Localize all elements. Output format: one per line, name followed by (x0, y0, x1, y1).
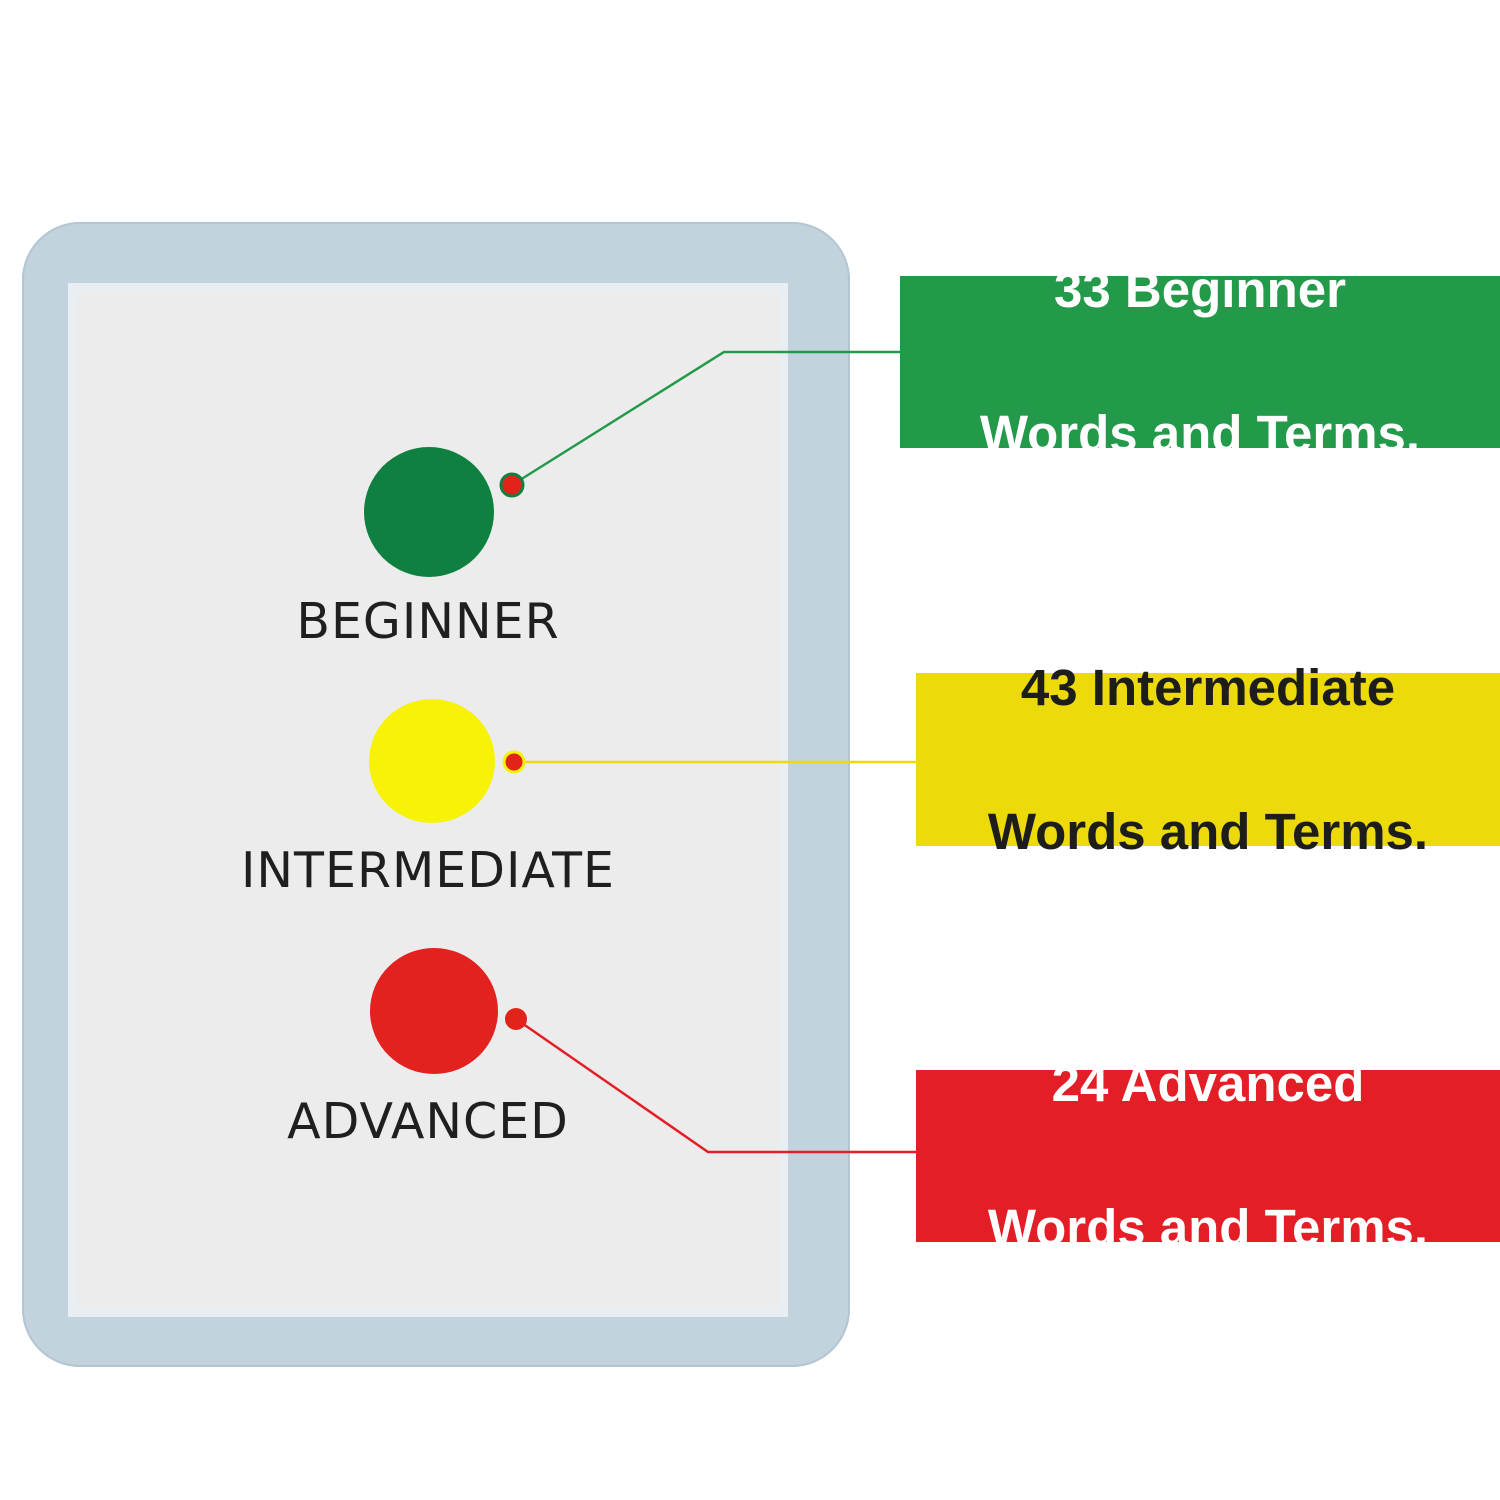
beginner-callout-count: 33 Beginner (1054, 261, 1346, 318)
intermediate-callout: 43 Intermediate Words and Terms. (916, 659, 1500, 860)
advanced-dot-icon (370, 948, 498, 1074)
intermediate-label: INTERMEDIATE (240, 842, 616, 899)
advanced-callout: 24 Advanced Words and Terms. (916, 1055, 1500, 1256)
intermediate-callout-count: 43 Intermediate (1020, 658, 1396, 716)
beginner-label: BEGINNER (296, 593, 560, 650)
beginner-dot-icon (364, 447, 494, 577)
beginner-callout: 33 Beginner Words and Terms. (900, 261, 1500, 462)
advanced-callout-count: 24 Advanced (1051, 1055, 1365, 1112)
advanced-callout-desc: Words and Terms. (987, 1199, 1429, 1256)
beginner-callout-desc: Words and Terms. (979, 405, 1421, 462)
intermediate-dot-icon (369, 699, 495, 823)
intermediate-callout-desc: Words and Terms. (987, 802, 1429, 860)
advanced-label: ADVANCED (287, 1093, 569, 1150)
